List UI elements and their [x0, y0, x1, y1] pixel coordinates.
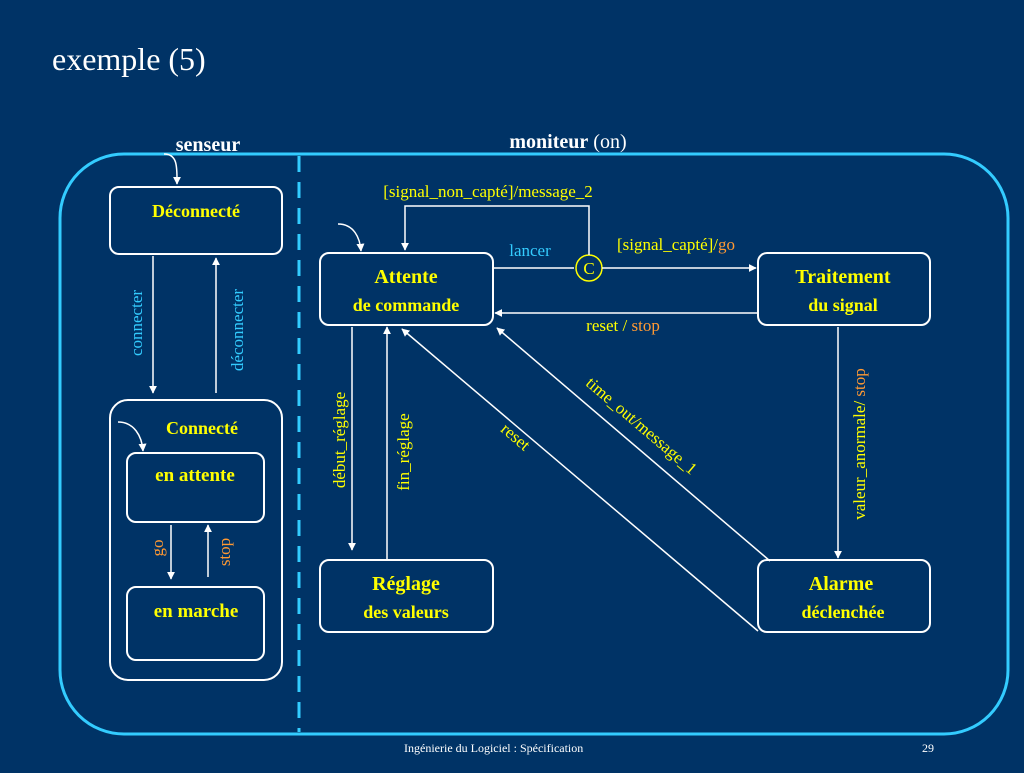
- state-attente: [319, 252, 494, 326]
- initial-arrow-connecte: [117, 421, 147, 452]
- label-go: go: [148, 540, 167, 557]
- initial-arrow-senseur: [163, 153, 182, 185]
- arrow-reset: [401, 328, 759, 632]
- slide-title: exemple (5): [52, 41, 206, 77]
- label-signal-capte: [signal_capté]/go: [617, 235, 735, 254]
- label-stop: stop: [215, 538, 234, 566]
- arrow-signal-non-capte: [401, 205, 590, 255]
- state-en-attente-label: en attente: [155, 465, 235, 486]
- state-attente-line2: de commande: [353, 295, 460, 315]
- arrow-time-out: [496, 327, 771, 562]
- label-valeur-anormale: valeur_anormale/ stop: [850, 368, 869, 520]
- page-number: 29: [922, 741, 934, 755]
- state-en-marche-label: en marche: [154, 601, 239, 622]
- label-connecter: connecter: [127, 290, 146, 356]
- state-traitement-line2: du signal: [808, 295, 878, 315]
- state-alarme-line1: Alarme: [809, 573, 874, 595]
- state-alarme-line2: déclenchée: [802, 602, 885, 622]
- state-reglage-line1: Réglage: [372, 573, 440, 595]
- label-fin-reglage: fin_réglage: [394, 413, 413, 490]
- moniteur-label: moniteur (on): [509, 131, 626, 153]
- initial-arrow-moniteur: [337, 223, 365, 252]
- label-debut-reglage: début_réglage: [330, 392, 349, 488]
- state-en-attente: [126, 452, 265, 523]
- label-reset: reset: [497, 419, 534, 454]
- state-connecte: [109, 399, 283, 681]
- label-lancer: lancer: [509, 241, 551, 260]
- footer-text: Ingénierie du Logiciel : Spécification: [404, 741, 584, 755]
- senseur-label: senseur: [176, 134, 241, 156]
- state-attente-line1: Attente: [374, 266, 437, 288]
- state-deconnecte-label: Déconnecté: [152, 201, 240, 221]
- state-reglage-line2: des valeurs: [363, 602, 449, 622]
- moniteur-frame: [58, 152, 1010, 736]
- state-en-marche: [126, 586, 265, 661]
- label-signal-non-capte: [signal_non_capté]/message_2: [383, 182, 593, 201]
- label-deconnecter: déconnecter: [228, 289, 247, 371]
- state-deconnecte: [109, 186, 283, 255]
- label-reset-stop: reset / stop: [586, 316, 660, 335]
- state-alarme: [757, 559, 931, 633]
- state-traitement: [757, 252, 931, 326]
- state-connecte-label: Connecté: [166, 418, 238, 438]
- state-reglage: [319, 559, 494, 633]
- label-time-out: time_out/message_1: [582, 373, 701, 478]
- choice-label: C: [583, 259, 594, 278]
- state-traitement-line1: Traitement: [795, 266, 890, 288]
